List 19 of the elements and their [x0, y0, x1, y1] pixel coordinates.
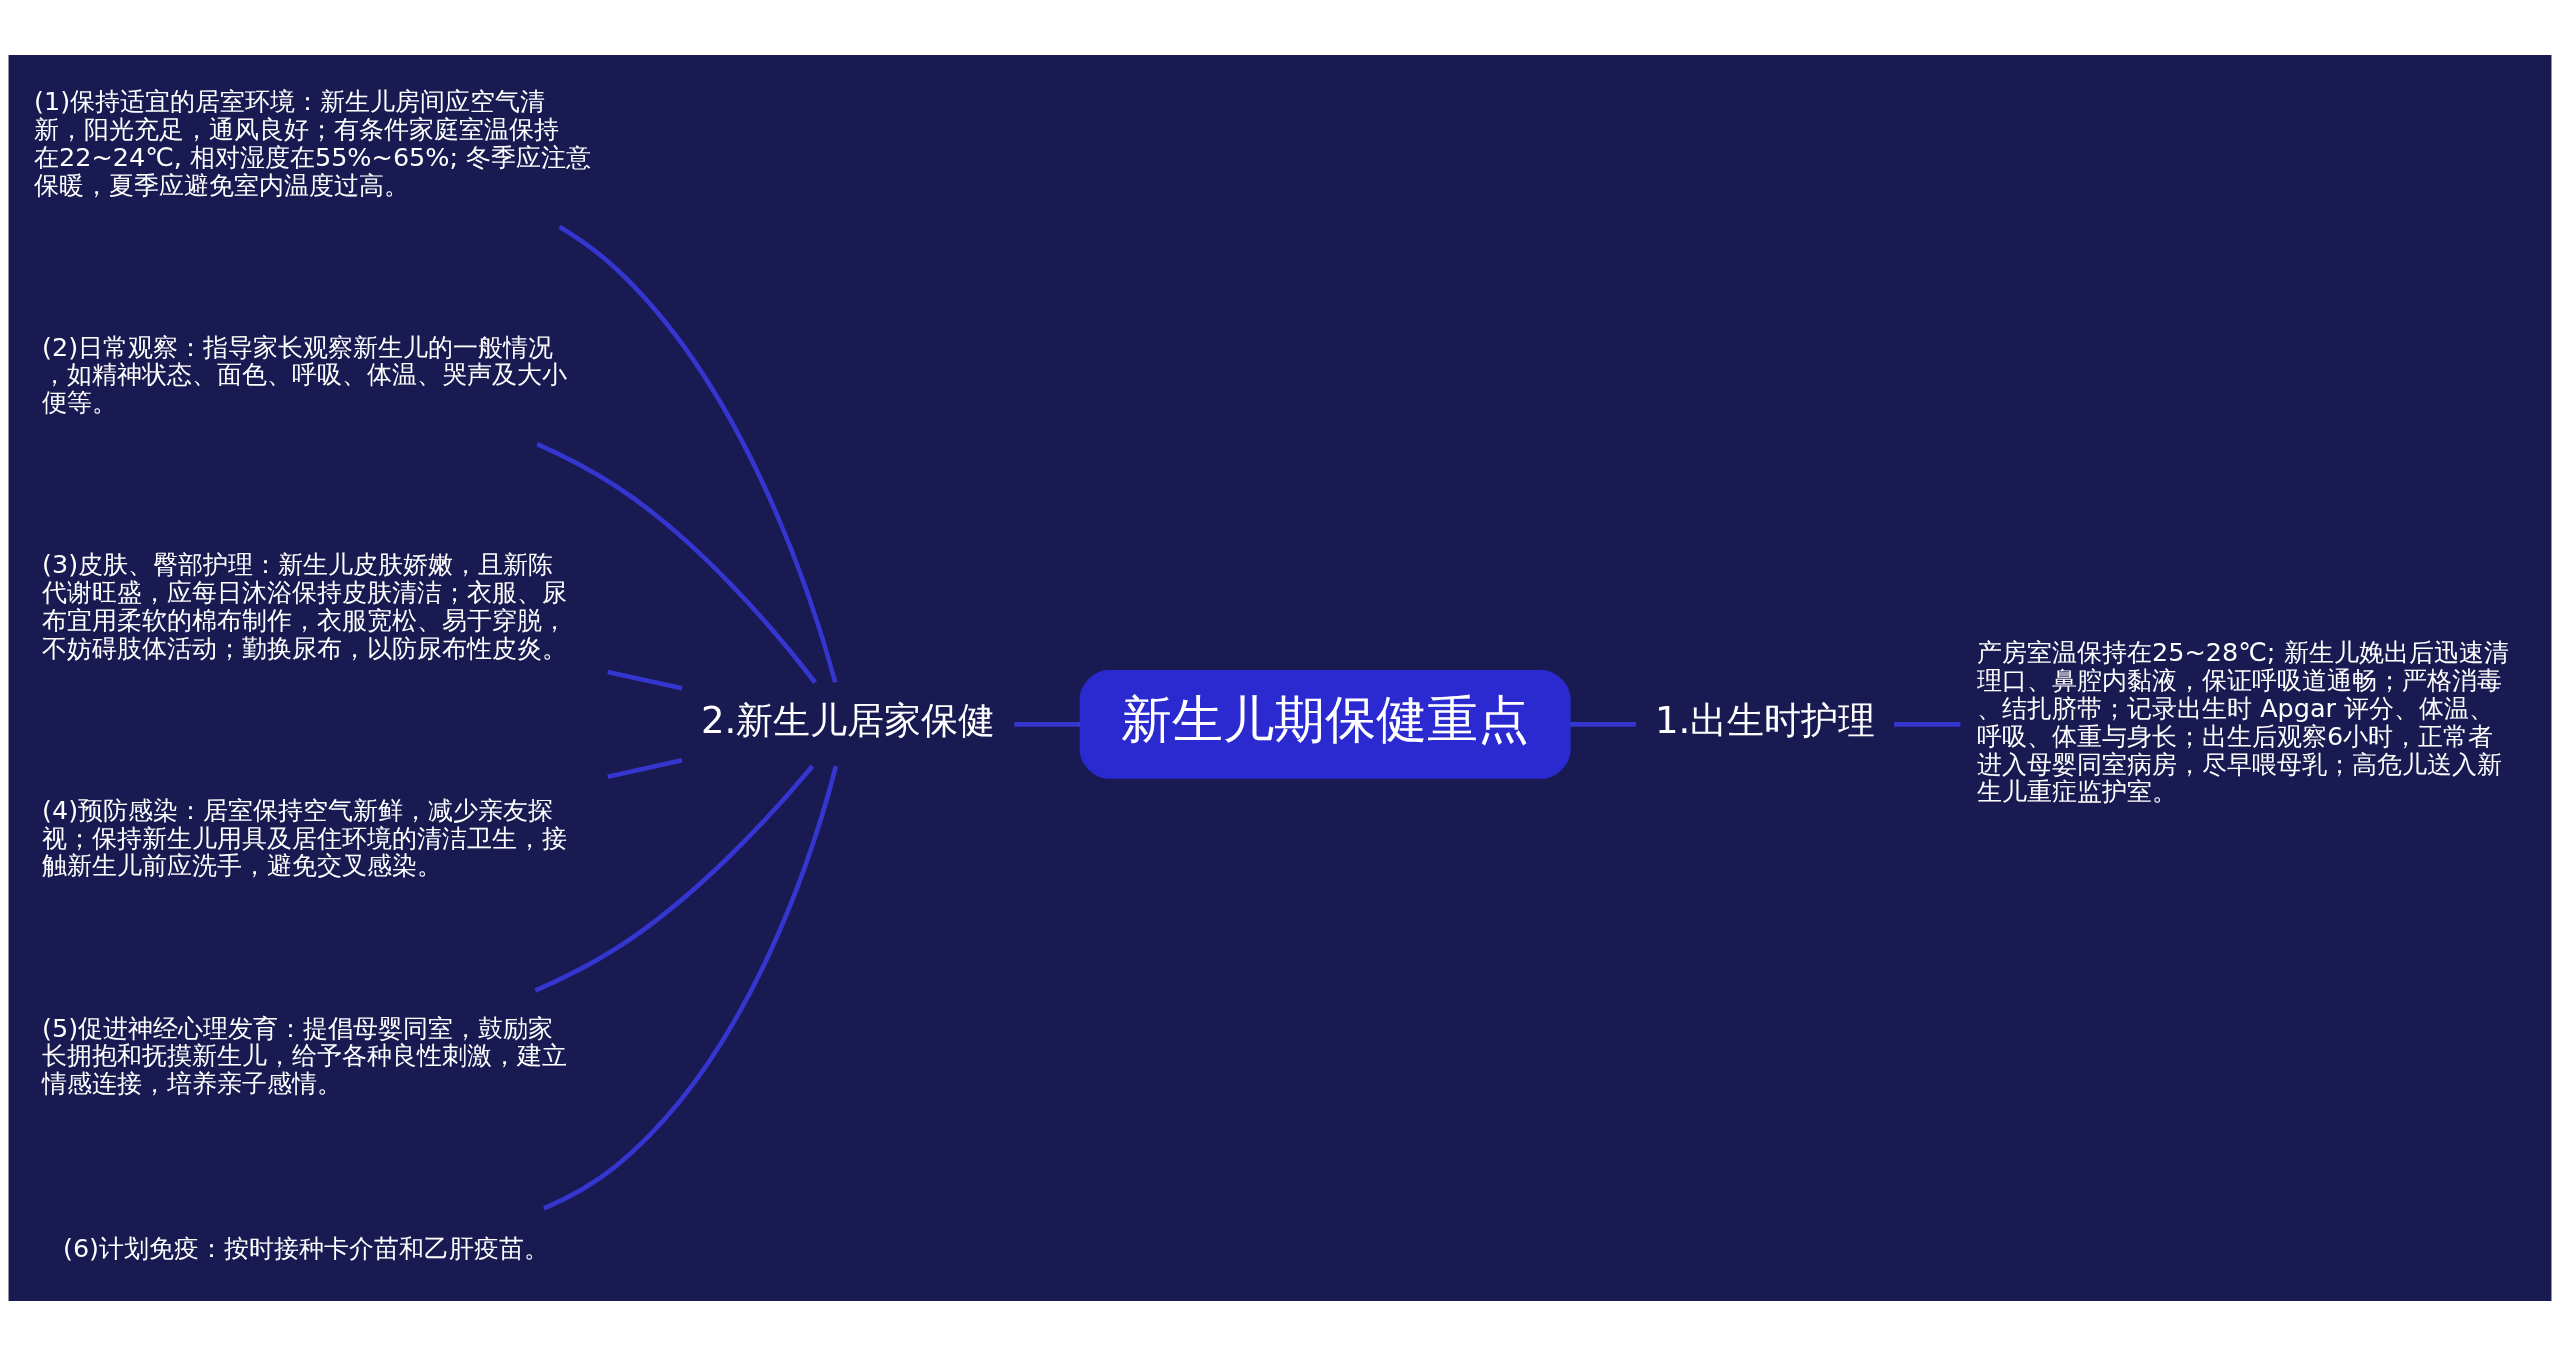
node-box: 新生儿期保健重点	[1079, 669, 1571, 779]
node-text: 产房室温保持在25~28℃; 新生儿娩出后迅速清理口、鼻腔内黏液，保证呼吸道通畅；严格消毒、结扎脐带；记录出生时 Apgar 评分、体温、呼吸、体重与身长；出生后观察6小时，正常者进入母婴同室病房，尽早喂母乳；高危儿送入新生儿重症监护室。	[1977, 636, 2509, 806]
node-text: (3)皮肤、臀部护理：新生儿皮肤娇嫩，且新陈代谢旺盛，应每日沐浴保持皮肤清洁；衣服、尿布宜用柔软的棉布制作，衣服宽松、易于穿脱，不妨碍肢体活动；勤换尿布，以防尿布性皮炎。	[42, 548, 568, 663]
connector	[607, 669, 683, 691]
connector	[536, 441, 817, 684]
connector	[1570, 721, 1636, 727]
connector	[1894, 721, 1961, 727]
node-text: 1.出生时护理	[1655, 698, 1876, 742]
node-text: (6)计划免疫：按时接种卡介苗和乙肝疫苗。	[62, 1232, 550, 1263]
node-text: (4)预防感染：居室保持空气新鲜，减少亲友探视；保持新生儿用具及居住环境的清洁卫生，接触新生儿前应洗手，避免交叉感染。	[42, 794, 568, 880]
node-text: 2.新生儿居家保健	[700, 698, 996, 742]
connector	[558, 224, 838, 683]
connector	[607, 757, 683, 779]
connector	[543, 765, 839, 1210]
node-text: (5)促进神经心理发育：提倡母婴同室，鼓励家长拥抱和抚摸新生儿，给予各种良性刺激，建立情感连接，培养亲子感情。	[42, 1012, 568, 1098]
connector	[1014, 721, 1081, 727]
node-text: (2)日常观察：指导家长观察新生儿的一般情况，如精神状态、面色、呼吸、体温、哭声及大小便等。	[42, 331, 568, 417]
connector	[534, 764, 815, 993]
node-text: (1)保持适宜的居室环境：新生儿房间应空气清新，阳光充足，通风良好；有条件家庭室温保持在22~24℃, 相对湿度在55%~65%; 冬季应注意保暖，夏季应避免室内温度过高。	[34, 85, 592, 199]
